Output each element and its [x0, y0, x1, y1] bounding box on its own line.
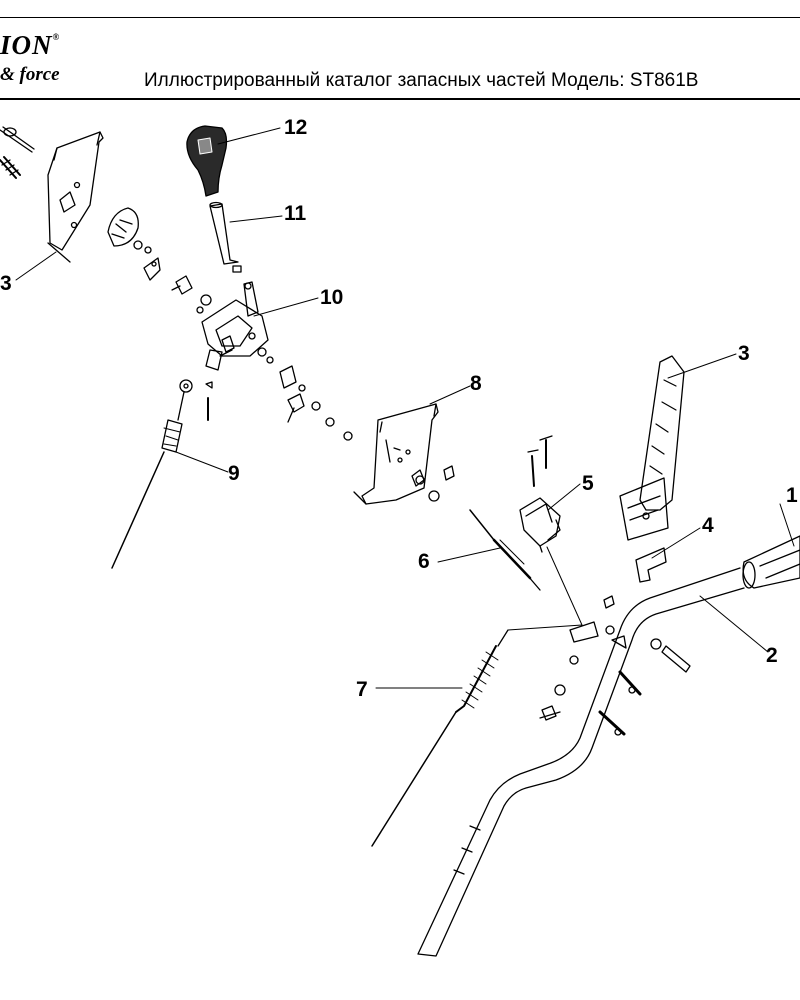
- screws-5: [527, 435, 553, 487]
- lever-assembly: [201, 281, 353, 441]
- callout-3-right: 3: [738, 342, 750, 365]
- brand-tagline: & force: [0, 64, 60, 85]
- brand-name: ION: [0, 30, 53, 60]
- cable-clamp-5: [519, 497, 561, 553]
- callout-4: 4: [702, 514, 714, 537]
- callout-1: 1: [786, 484, 798, 507]
- header-rule-bottom: [0, 98, 800, 100]
- brand-logo: ION® & force: [0, 28, 110, 94]
- callout-6: 6: [418, 550, 430, 573]
- leader-lines: [15, 127, 795, 689]
- callout-11: 11: [284, 202, 307, 225]
- exploded-parts-diagram: [0, 125, 800, 957]
- bracket-4: [635, 547, 667, 583]
- index-plate: [107, 207, 139, 247]
- catalog-title: Иллюстрированный каталог запасных частей…: [144, 70, 699, 91]
- brand-registered-mark: ®: [52, 32, 61, 42]
- callout-3-left: 3: [0, 272, 12, 295]
- handle-bracket-3: [619, 355, 685, 541]
- threaded-rod-6: [469, 509, 541, 591]
- callout-5: 5: [582, 472, 594, 495]
- left-bracket-plate: [0, 126, 104, 263]
- handle-grip: [742, 535, 800, 589]
- bracket-plate-8: [353, 403, 455, 505]
- handle-bar-tube: [417, 567, 745, 957]
- callout-2: 2: [766, 644, 778, 667]
- handle-bolts: [598, 638, 691, 736]
- callout-9: 9: [228, 462, 240, 485]
- callout-12: 12: [284, 116, 308, 139]
- cable-9: [111, 379, 213, 569]
- shift-rod: [209, 201, 242, 273]
- cable-7: [371, 624, 583, 847]
- callout-10: 10: [320, 286, 344, 309]
- header-rule-top: [0, 17, 800, 18]
- callout-7: 7: [356, 678, 368, 701]
- callout-8: 8: [470, 372, 482, 395]
- shift-knob: [186, 125, 228, 197]
